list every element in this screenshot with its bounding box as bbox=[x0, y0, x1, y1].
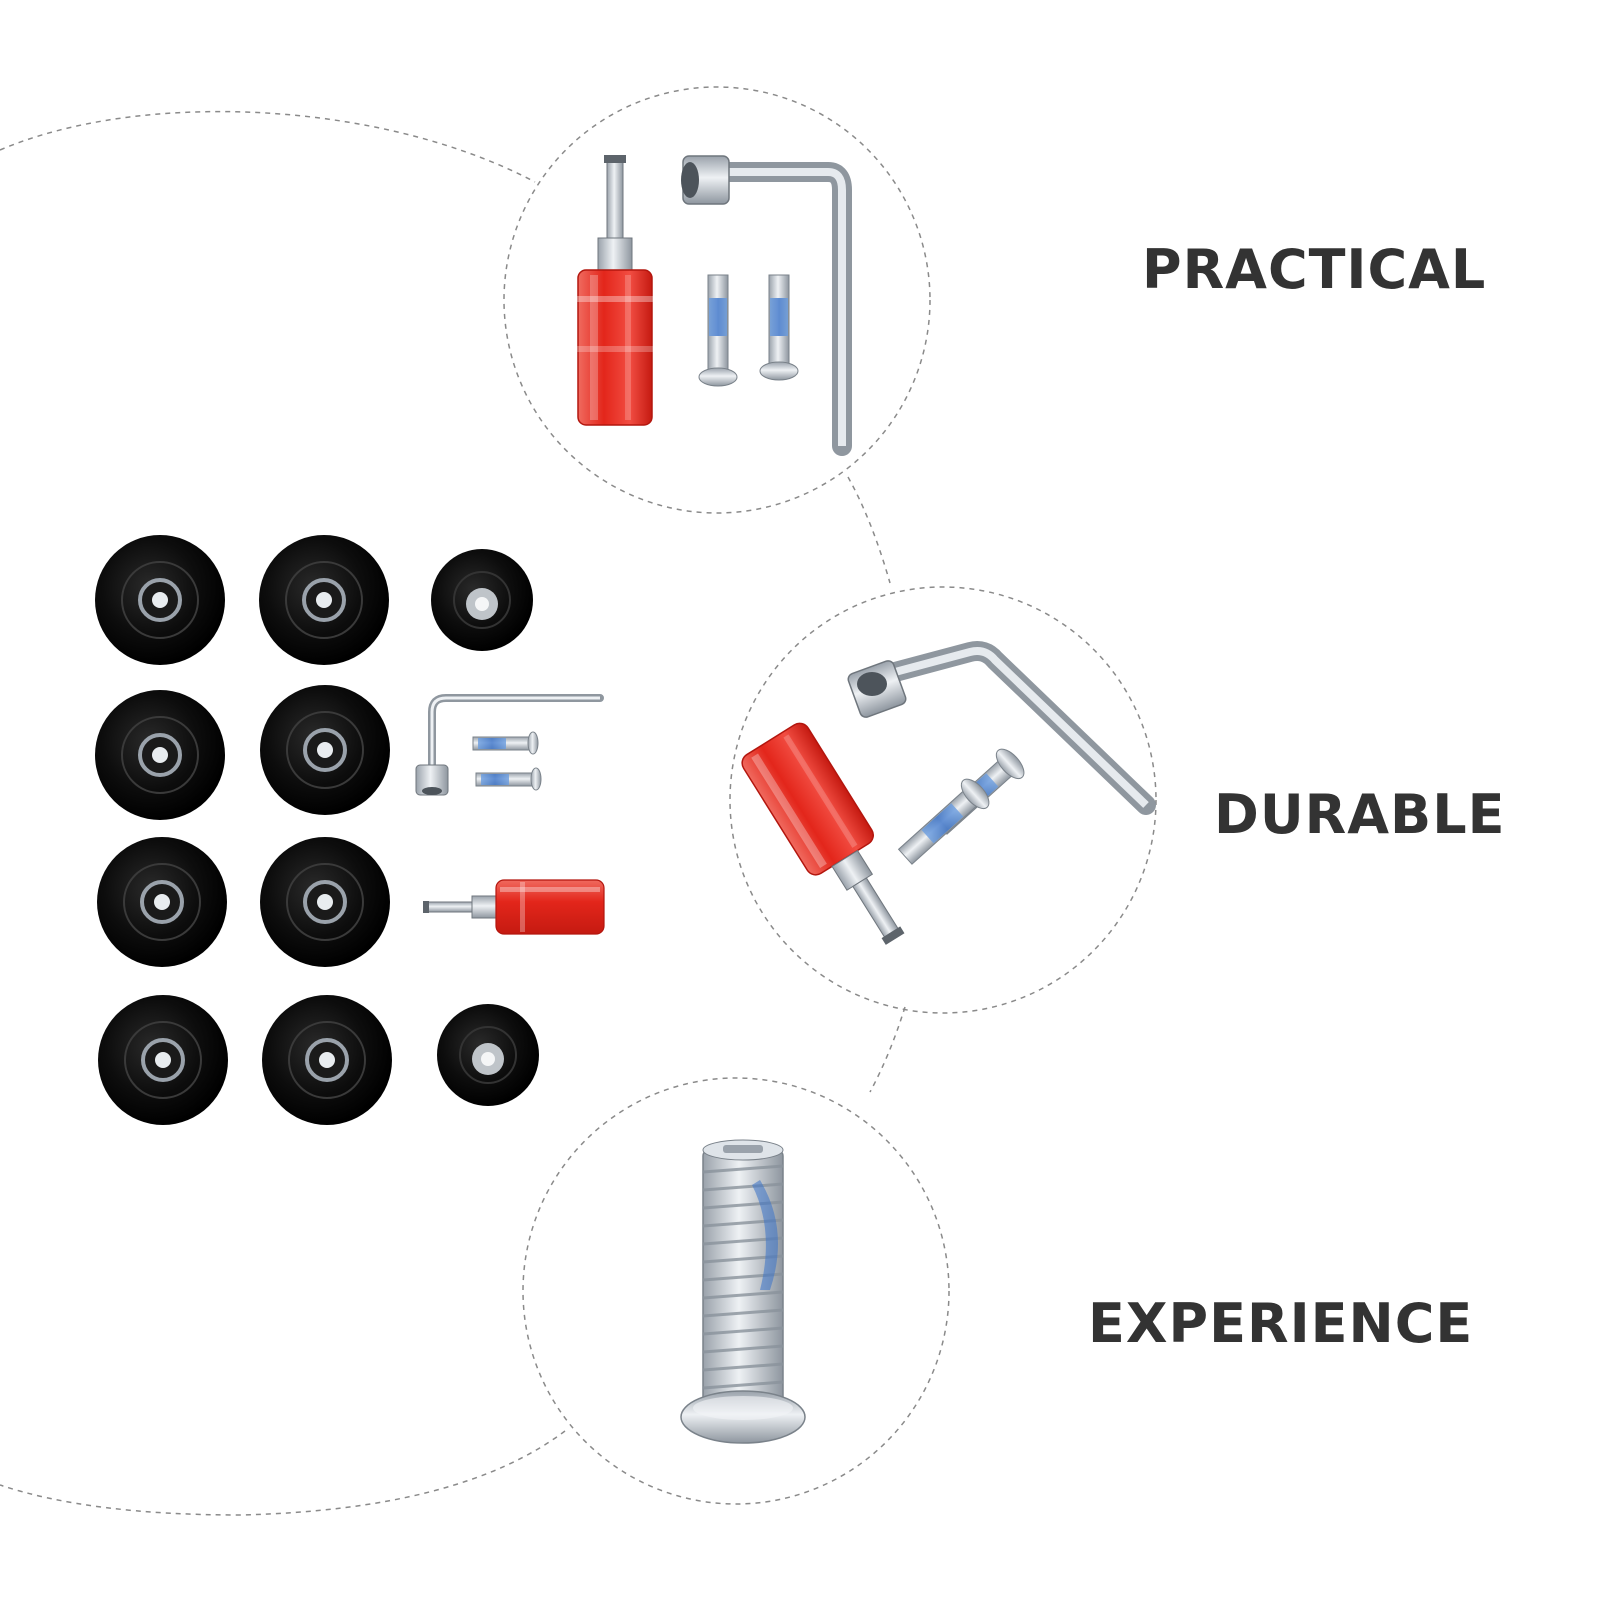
feature-label-practical: PRACTICAL bbox=[1142, 238, 1487, 301]
screw-icon bbox=[897, 778, 990, 865]
dashed-outline bbox=[0, 86, 1157, 1516]
wheel-grid bbox=[95, 535, 539, 1125]
screw-icon bbox=[475, 767, 542, 791]
tools-closeup-practical bbox=[576, 155, 852, 456]
screwdriver-icon bbox=[741, 722, 905, 945]
tools-closeup-durable bbox=[741, 641, 1156, 945]
wheel-icon bbox=[262, 995, 392, 1125]
wheel-icon bbox=[95, 535, 225, 665]
l-wrench-icon bbox=[681, 155, 852, 456]
l-wrench-icon bbox=[847, 641, 1156, 815]
wheel-icon bbox=[260, 685, 390, 815]
accessories-kit bbox=[415, 694, 605, 935]
screw-icon bbox=[680, 1139, 806, 1444]
wheel-icon bbox=[260, 837, 390, 967]
screw-closeup-experience bbox=[680, 1139, 806, 1444]
feature-label-durable: DURABLE bbox=[1214, 783, 1506, 846]
wheel-small-icon bbox=[437, 1004, 539, 1106]
screwdriver-icon bbox=[423, 879, 605, 935]
feature-label-experience: EXPERIENCE bbox=[1088, 1292, 1474, 1355]
wheel-icon bbox=[259, 535, 389, 665]
screw-icon bbox=[472, 731, 539, 755]
screw-icon bbox=[698, 274, 738, 387]
wheel-icon bbox=[95, 690, 225, 820]
wheel-icon bbox=[98, 995, 228, 1125]
wheel-icon bbox=[97, 837, 227, 967]
screw-icon bbox=[759, 274, 799, 381]
l-wrench-icon bbox=[415, 694, 604, 796]
wheel-small-icon bbox=[431, 549, 533, 651]
screwdriver-icon bbox=[576, 155, 654, 426]
